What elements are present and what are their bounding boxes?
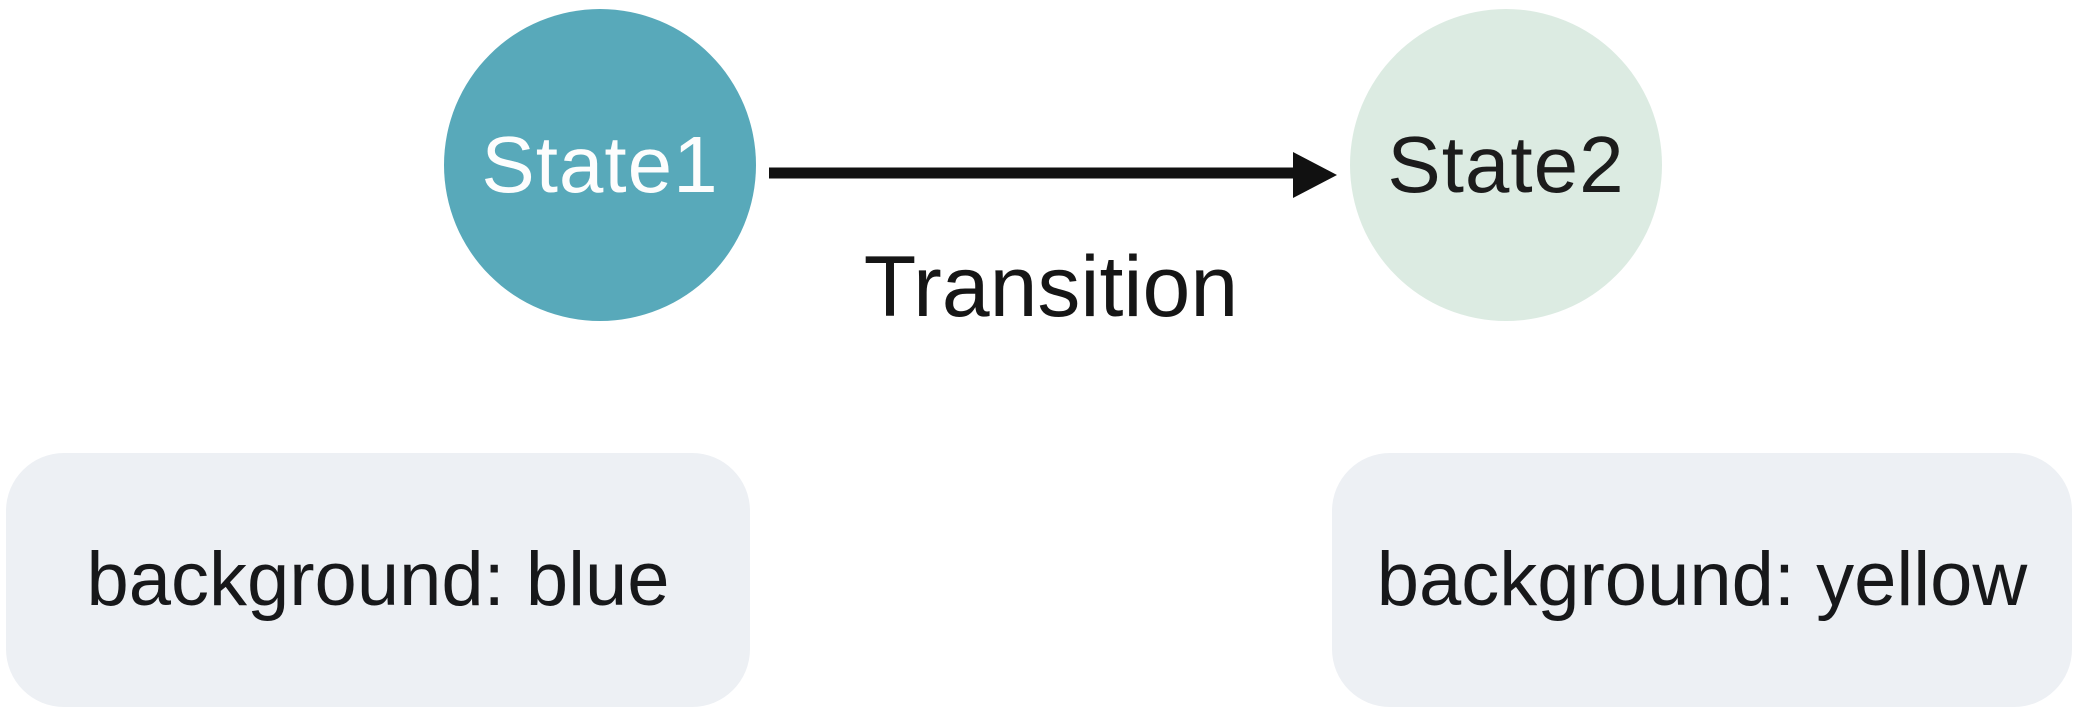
note-state2-background: background: yellow: [1332, 453, 2072, 707]
state2-label: State2: [1387, 120, 1625, 209]
state2-node: State2: [1350, 9, 1662, 321]
transition-arrowhead-icon: [1293, 152, 1337, 198]
state1-node: State1: [444, 9, 756, 321]
transition-label: Transition: [863, 239, 1239, 335]
note-state2-background-label: background: yellow: [1376, 537, 2028, 622]
state1-label: State1: [481, 120, 719, 209]
note-state1-background-label: background: blue: [86, 537, 670, 622]
note-state1-background: background: blue: [6, 453, 750, 707]
